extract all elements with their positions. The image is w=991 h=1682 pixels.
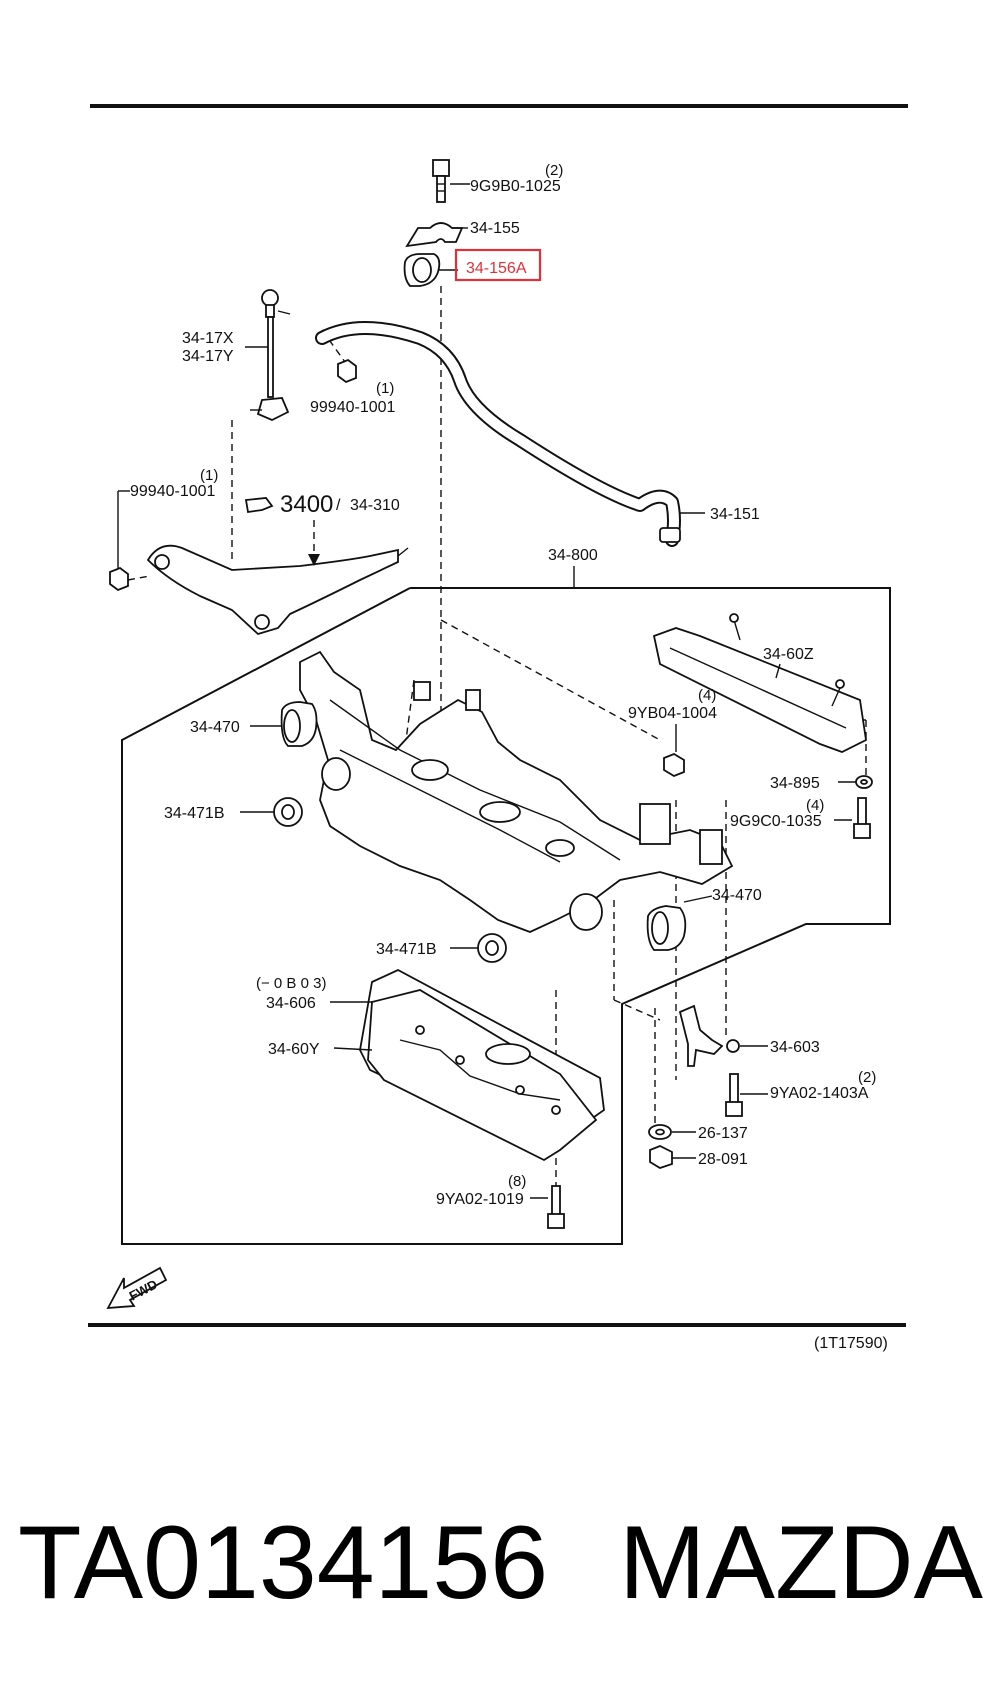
nut-br-icon	[649, 1145, 673, 1169]
bushing-right-label: 34-470	[712, 887, 762, 904]
bushing-right-icon	[646, 905, 687, 951]
plate-upper-label: 34-606	[266, 995, 316, 1012]
bracket-label: 34-155	[470, 220, 520, 237]
nut-br-label: 28-091	[698, 1151, 748, 1168]
nut-fr-label: 9YB04-1004	[628, 705, 717, 722]
bolt-right-qty: (4)	[806, 797, 824, 814]
washer-left-icon	[273, 797, 303, 827]
washer-left-label: 34-471B	[164, 805, 225, 822]
highlight-box	[454, 248, 542, 282]
lower-arm-icon	[146, 544, 409, 636]
link-y-label: 34-17Y	[182, 348, 234, 365]
nut-arm-qty: (1)	[200, 467, 218, 484]
nut-link-label: 99940-1001	[310, 399, 396, 416]
plate-lower-label: 34-60Y	[268, 1041, 320, 1058]
arm-pointer-icon	[244, 497, 274, 514]
bolt-br-qty: (2)	[858, 1069, 876, 1086]
arm-alt-label: 34-310	[350, 497, 400, 514]
bolt-bottom-icon	[547, 1185, 565, 1229]
stabilizer-bushing-icon	[403, 253, 441, 287]
reinforcement-icon	[652, 613, 867, 753]
crossmember-frame	[121, 587, 891, 1245]
washer-br-icon	[648, 1124, 672, 1140]
reference-code: (1T17590)	[814, 1335, 888, 1352]
bolt-right-label: 9G9C0-1035	[730, 813, 822, 830]
nut-link-icon	[337, 358, 357, 384]
bolt-top-qty: (2)	[545, 162, 563, 179]
fwd-arrow-icon: FWD	[106, 1266, 168, 1310]
bolt-br-icon	[725, 1073, 743, 1117]
bolt-bottom-qty: (8)	[508, 1173, 526, 1190]
under-plate-icon	[359, 968, 605, 1162]
washer-br-label: 26-137	[698, 1125, 748, 1142]
stabilizer-link-icon	[250, 289, 291, 421]
bushing-left-label: 34-470	[190, 719, 240, 736]
crossmember-icon	[299, 650, 734, 933]
nut-arm-icon	[109, 566, 129, 592]
nut-fr-qty: (4)	[698, 687, 716, 704]
link-x-label: 34-17X	[182, 330, 234, 347]
plate-note: (− 0 B 0 3)	[256, 975, 326, 992]
fwd-label: FWD	[127, 1276, 160, 1303]
nut-fr-icon	[663, 752, 685, 778]
crossmember-label: 34-800	[548, 547, 598, 564]
stabilizer-bracket-icon	[405, 222, 464, 248]
nut-link-qty: (1)	[376, 380, 394, 397]
bolt-top-icon	[432, 159, 450, 203]
washer-right-icon	[855, 775, 873, 789]
nut-arm-label: 99940-1001	[130, 483, 216, 500]
bolt-bottom-label: 9YA02-1019	[436, 1191, 524, 1208]
bolt-top-label: 9G9B0-1025	[470, 178, 561, 195]
stabilizer-label: 34-151	[710, 506, 760, 523]
bushing-left-icon	[280, 701, 318, 747]
bottom-caption: TA0134156 MAZDA	[0, 1488, 991, 1638]
washer-right-label: 34-895	[770, 775, 820, 792]
part-number: TA0134156	[18, 1505, 549, 1621]
bolt-right-icon	[853, 797, 871, 839]
reinforcement-label: 34-60Z	[763, 646, 814, 663]
washer-lower-label: 34-471B	[376, 941, 437, 958]
arm-sep-label: /	[336, 497, 341, 514]
bracket-right-label: 34-603	[770, 1039, 820, 1056]
bracket-right-icon	[678, 1004, 740, 1067]
highlighted-part-label: 34-156A	[466, 260, 527, 277]
brand-name: MAZDA	[619, 1505, 983, 1621]
arm-main-label: 3400	[280, 491, 333, 518]
bolt-br-label: 9YA02-1403A	[770, 1085, 869, 1102]
stabilizer-bar-icon	[315, 321, 681, 547]
washer-lower-icon	[477, 933, 507, 963]
